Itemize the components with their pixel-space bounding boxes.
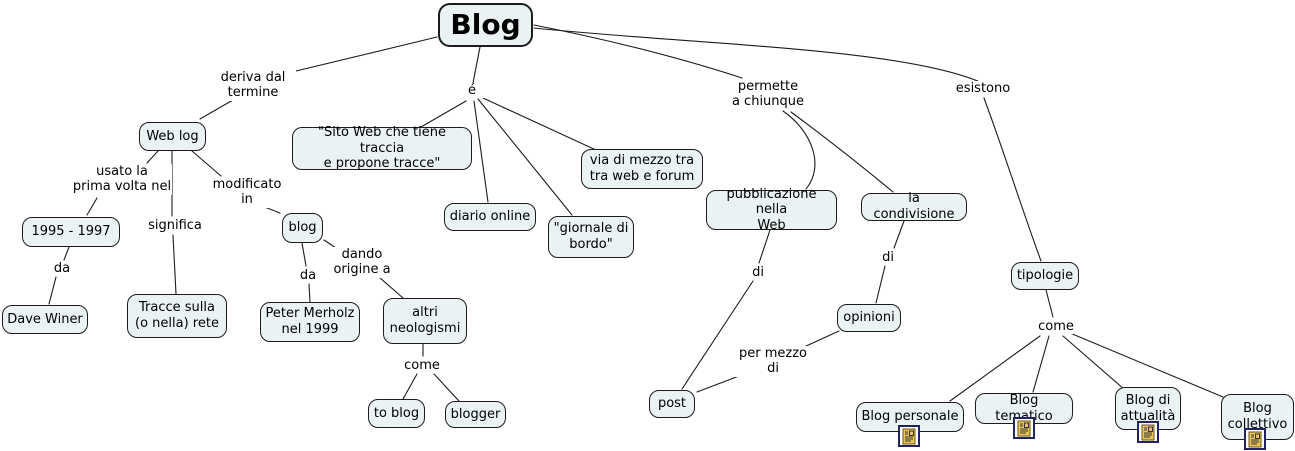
node-web-log[interactable]: Web log [139,122,206,151]
node-opinioni[interactable]: opinioni [837,304,901,332]
document-icon [1244,428,1266,450]
link-label-per-mezzo: per mezzo di [727,346,819,377]
edge-e-viadimezzo [482,97,597,151]
edge-e-giornale [477,98,573,216]
edge-come-tematico [1032,335,1050,393]
link-label-permette: permette a chiunque [718,79,818,110]
node-altri-neologismi[interactable]: altri neologismi [383,298,467,344]
node-blog-lowercase[interactable]: blog [282,213,323,243]
edge-permette-pubblicazione [782,110,816,190]
node-to-blog[interactable]: to blog [368,399,425,428]
link-label-esistono: esistono [953,81,1013,97]
link-label-di-condivisione: di [874,250,902,266]
edge-di-opinioni [875,265,886,304]
link-label-come-tipologie: come [1032,319,1080,335]
link-label-significa: significa [145,218,205,234]
edge-opinioni-permezzo [803,330,840,348]
link-label-di-pubblicazione: di [744,265,772,281]
edge-weblog-usato [146,150,159,164]
edge-e-sito [420,100,467,128]
node-giornale-di-bordo[interactable]: "giornale di bordo" [548,216,634,258]
link-label-come-neologismi: come [398,358,446,374]
edge-come-personale [949,335,1041,402]
node-tracce-rete[interactable]: Tracce sulla (o nella) rete [127,294,227,338]
edge-blogword-da [301,242,307,267]
edge-come-collettivo [1069,332,1224,398]
edge-tipologie-come [1045,289,1054,318]
edge-blog-deriva [295,36,438,72]
edge-permette-condivisione [790,111,894,193]
node-via-di-mezzo[interactable]: via di mezzo tra tra web e forum [581,149,703,189]
node-dave-winer[interactable]: Dave Winer [2,305,88,334]
node-sito-web[interactable]: "Sito Web che tiene traccia e propone tr… [292,125,472,171]
node-tipologie[interactable]: tipologie [1011,262,1079,290]
node-peter-merholz[interactable]: Peter Merholz nel 1999 [260,302,360,342]
link-label-da-anni: da [48,261,76,277]
node-blog-attualita[interactable]: Blog di attualità [1115,387,1181,430]
edge-come-attualita [1062,335,1126,391]
edge-esistono-tipologie [983,97,1042,262]
document-icon [1013,417,1035,439]
edge-blog-esistono [533,27,981,83]
edge-usato-anni [86,197,98,216]
edge-di-post [681,280,754,390]
edge-weblog-modificato [191,150,222,177]
edge-permezzo-post [696,375,740,393]
edge-come-toblog [402,373,418,400]
link-label-da-blog: da [294,268,322,284]
edge-significa-tracce [172,234,177,295]
node-blogger[interactable]: blogger [445,401,506,428]
edge-blog-e [472,46,481,84]
link-label-e: é [460,83,484,99]
node-pubblicazione-web[interactable]: pubblicazione nella Web [706,187,837,233]
link-label-modificato: modificato in [207,177,287,208]
edge-da-peter [308,283,311,303]
link-label-dando: dando origine a [322,247,402,278]
node-1995-1997[interactable]: 1995 - 1997 [22,217,120,247]
edge-deriva-weblog [199,99,234,120]
edge-da-dave [48,276,57,305]
node-la-condivisione[interactable]: la condivisione [861,191,967,222]
link-label-deriva: deriva dal termine [210,70,296,101]
edge-come-blogger [433,373,460,402]
edge-blog-permette [533,24,743,79]
node-post[interactable]: post [649,390,695,418]
node-blog[interactable]: Blog [438,3,533,47]
edge-pubblicazione-di [758,229,771,264]
document-icon [898,425,920,447]
edge-anni-da [63,246,70,261]
edge-e-diario [473,100,489,203]
edge-blogword-dando [323,239,337,249]
edge-dando-neologismi [378,276,404,299]
document-icon [1137,421,1159,443]
node-diario-online[interactable]: diario online [444,203,536,231]
edge-condivisione-di [893,220,905,249]
node-blog-personale[interactable]: Blog personale [856,402,964,432]
link-label-usato: usato la prima volta nel [72,164,172,195]
